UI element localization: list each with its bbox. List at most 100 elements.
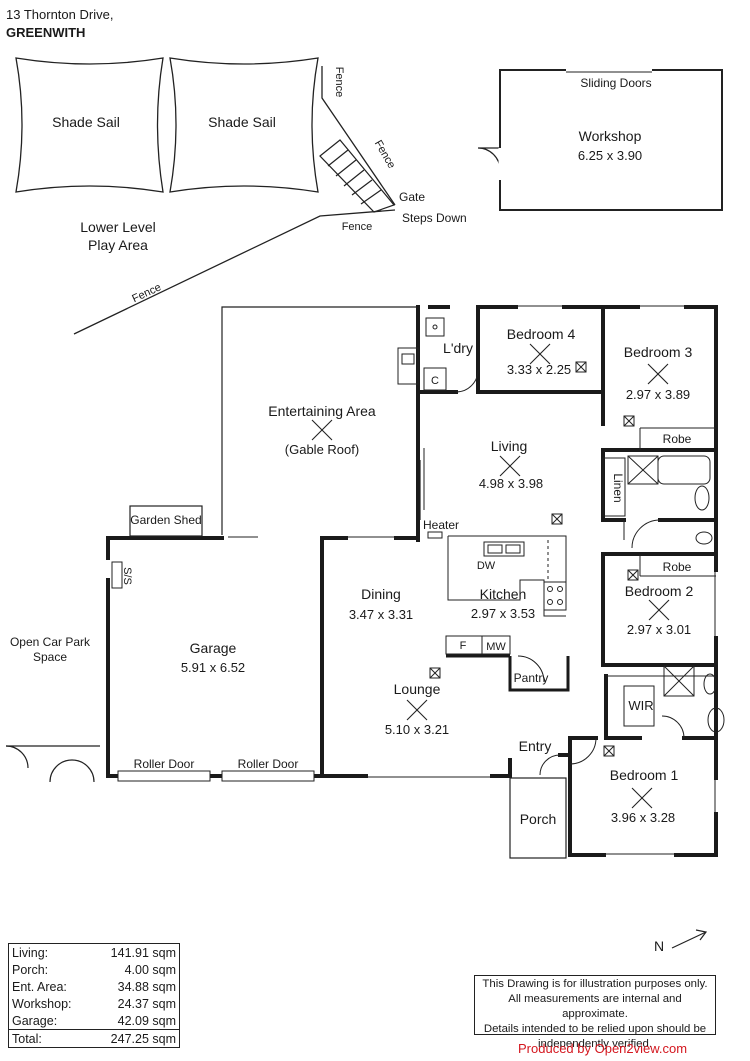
porch-label: Porch [520, 811, 557, 827]
entry-label: Entry [519, 738, 552, 754]
area-label: Workshop: [12, 996, 72, 1011]
garden-shed [129, 505, 203, 537]
address-block: 13 Thornton Drive, GREENWITH [6, 6, 113, 42]
pantry [508, 655, 570, 692]
disclaimer-line: independently verified. [538, 1038, 652, 1050]
area-value: 24.37 sqm [117, 996, 176, 1011]
bedroom2-dim: 2.97 x 3.01 [627, 622, 691, 637]
table-row: Ent. Area: 34.88 sqm [9, 978, 180, 995]
fence-line [321, 66, 396, 206]
smoke-alarm-icon [603, 745, 615, 757]
fence-label-mid: Fence [372, 138, 398, 170]
disclaimer-line: All measurements are internal and approx… [508, 993, 682, 1020]
wir-label: WIR [628, 698, 653, 713]
garage-label: Garage [190, 640, 237, 656]
kitchen-label: Kitchen [480, 586, 527, 602]
heater [427, 531, 443, 539]
disclaimer-line: This Drawing is for illustration purpose… [482, 978, 708, 990]
table-row: Workshop: 24.37 sqm [9, 995, 180, 1012]
ss-unit [111, 561, 123, 589]
area-label: Ent. Area: [12, 979, 67, 994]
porch [509, 777, 567, 859]
table-row-total: Total:247.25 sqm [8, 1029, 180, 1048]
area-label: Porch: [12, 962, 49, 977]
steps-down-label: Steps Down [402, 211, 467, 225]
area-value: 42.09 sqm [117, 1013, 176, 1028]
smoke-alarm-icons [429, 361, 639, 757]
entertaining-outline [221, 306, 420, 535]
table-row: Living: 141.91 sqm [9, 944, 180, 962]
lower-level-label: Lower Level [80, 219, 156, 235]
bathroom-fixtures [602, 427, 716, 577]
dining-dim: 3.47 x 3.31 [349, 607, 413, 622]
area-value: 34.88 sqm [117, 979, 176, 994]
ceiling-fan-icon [311, 419, 333, 441]
bedroom4-dim: 3.33 x 2.25 [507, 362, 571, 377]
entertaining-label: Entertaining Area [268, 403, 376, 419]
address-line: 13 Thornton Drive, [6, 7, 114, 22]
robe-label-bed3: Robe [663, 432, 692, 446]
smoke-alarm-icon [429, 667, 441, 679]
ceiling-fan-icons [311, 343, 670, 809]
pantry-label: Pantry [514, 671, 549, 685]
car-park-gate [5, 745, 100, 783]
laundry-label: L'dry [443, 340, 473, 356]
smoke-alarm-icon [627, 569, 639, 581]
kitchen-benches [445, 535, 567, 655]
ceiling-fan-icon [648, 599, 670, 621]
shade-sail-left-label: Shade Sail [52, 114, 120, 130]
dw-label: DW [477, 560, 496, 572]
area-value: 141.91 sqm [110, 945, 176, 960]
ceiling-fan-icon [647, 363, 669, 385]
north-label: N [654, 938, 665, 954]
fence-label-top: Fence [333, 67, 345, 98]
ceiling-fan-icon [406, 699, 428, 721]
fence-lower [73, 209, 396, 335]
ceiling-fan-icon [631, 787, 653, 809]
area-value: 4.00 sqm [124, 962, 176, 977]
fence-label-bottom: Fence [342, 221, 373, 233]
shade-sail-right-label: Shade Sail [208, 114, 276, 130]
open-car-park-label: Open Car Park [10, 635, 91, 649]
roller-door-right-label: Roller Door [238, 757, 299, 771]
linen-label: Linen [611, 473, 625, 502]
kitchen-dim: 2.97 x 3.53 [471, 606, 535, 621]
suburb: GREENWITH [6, 25, 86, 40]
play-area-label: Play Area [88, 237, 148, 253]
lounge-dim: 5.10 x 3.21 [385, 722, 449, 737]
robe-label-bed2: Robe [663, 560, 692, 574]
living-label: Living [491, 438, 528, 454]
lounge-label: Lounge [394, 681, 441, 697]
window-frames [228, 305, 716, 855]
ss-label: S/S [121, 567, 133, 585]
area-summary-table: Living: 141.91 sqm Porch: 4.00 sqm Ent. Ar… [8, 943, 180, 1048]
workshop [477, 68, 723, 211]
bedroom2-label: Bedroom 2 [625, 583, 694, 599]
heater-label: Heater [423, 518, 459, 532]
produced-by-credit: Produced by Open2view.com [518, 1041, 688, 1056]
bedroom4-label: Bedroom 4 [507, 326, 576, 342]
garage-dim: 5.91 x 6.52 [181, 660, 245, 675]
smoke-alarm-icon [575, 361, 587, 373]
area-label: Garage: [12, 1013, 58, 1028]
smoke-alarm-icon [551, 513, 563, 525]
bedroom3-label: Bedroom 3 [624, 344, 693, 360]
workshop-label: Workshop [579, 128, 642, 144]
sliding-doors-label: Sliding Doors [580, 76, 651, 90]
bedroom1-label: Bedroom 1 [610, 767, 679, 783]
ensuite-fixtures [539, 665, 725, 776]
bedroom1-dim: 3.96 x 3.28 [611, 810, 675, 825]
fence-label-lower: Fence [130, 281, 163, 305]
ceiling-fan-icon [499, 455, 521, 477]
table-row: Porch: 4.00 sqm [9, 961, 180, 978]
area-label: Living: [12, 945, 49, 960]
steps [319, 139, 396, 213]
garden-shed-label: Garden Shed [130, 513, 201, 527]
disclaimer-line: Details intended to be relied upon shoul… [483, 1023, 707, 1035]
area-label: Total: [8, 1029, 91, 1048]
roller-door-left-label: Roller Door [134, 757, 195, 771]
shade-sail-left [15, 57, 164, 193]
area-value: 247.25 sqm [90, 1029, 180, 1048]
roller-doors [117, 770, 315, 782]
